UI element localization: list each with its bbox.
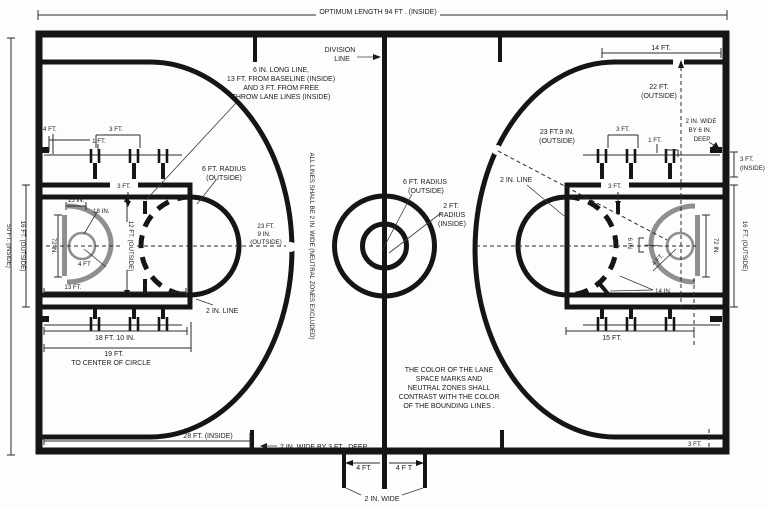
dimension-arrowheads <box>124 54 720 466</box>
free-throw-lane-right <box>564 182 723 310</box>
twentytwo-ft-label-1: 22 FT. <box>649 84 669 91</box>
left-4ft-marks-label: 4 FT. <box>43 126 57 133</box>
arrow-22ft <box>678 60 684 68</box>
dashed-guides <box>46 67 710 451</box>
color-note-line-5: OF THE BOUNDING LINES . <box>403 403 494 410</box>
fifteen-in-label: 15 IN. <box>68 197 85 204</box>
all-lines-note-label: ALL LINES SHALL BE 2 IN. WIDE (NEUTRAL Z… <box>308 152 315 339</box>
center-6ft-radius-label-2: (OUTSIDE) <box>408 188 444 195</box>
two-in-wide-label: 2 IN. WIDE <box>364 496 399 503</box>
three-point-line-left <box>42 59 295 440</box>
six-in-label: 6 IN. <box>626 237 633 250</box>
lane-space-marks-left <box>44 149 182 331</box>
optimum-length-label: OPTIMUM LENGTH 94 FT . (INSIDE) <box>319 9 436 16</box>
right-backboard-label: 72 IN. <box>712 238 719 255</box>
right-3ft-corner-label: 3 FT. <box>688 441 702 448</box>
right-arc-radius-label-1: 23 FT.9 IN. <box>540 129 574 136</box>
backboard-and-basket-left <box>62 203 114 285</box>
left-6ft-radius-label-1: 6 FT. RADIUS <box>202 166 246 173</box>
three-ft-inside-label-2: (INSIDE) <box>740 165 765 172</box>
eighteen-in-label: 18 IN. <box>93 208 110 215</box>
left-3ft-marks-label: 3 FT. <box>109 126 123 133</box>
division-line-label-2: LINE <box>334 56 350 63</box>
fifteen-ft-label: 15 FT. <box>602 335 622 342</box>
notch-label-2: BY 6 IN. <box>689 127 712 134</box>
lane-note-4: THROW LANE LINES (INSIDE) <box>232 94 331 101</box>
lane-note-2: 13 FT. FROM BASELINE (INSIDE) <box>227 76 335 83</box>
color-note-line-4: CONTRAST WITH THE COLOR <box>399 394 500 401</box>
left-backboard-label: 72 IN. <box>50 238 57 255</box>
right-2in-line-label: 2 IN. LINE <box>500 177 533 184</box>
left-lane-width-label: 16 FT. (OUTSIDE) <box>19 221 26 272</box>
notch-label-3: DEEP <box>694 136 711 143</box>
marker-note-label: 2 IN. WIDE BY 3 FT . DEEP <box>280 444 368 451</box>
arc-gap-right <box>492 145 502 155</box>
sideline-hash-marks <box>250 37 504 452</box>
baseline-nubs <box>36 147 722 322</box>
left-arc-radius-label-2: 9 IN. <box>257 231 270 238</box>
left-lane-3ft-label: 3 FT. <box>117 183 131 190</box>
center-2ft-radius-label-2: RADIUS <box>439 212 466 219</box>
right-1ft-marks-label: 1 FT. <box>648 137 662 144</box>
color-note-line-1: THE COLOR OF THE LANE <box>405 367 494 374</box>
right-lane-width-label: 16 FT. (OUTSIDE) <box>741 221 748 272</box>
lane-label-gap-right <box>601 179 629 189</box>
lane-label-gap-left <box>110 179 138 189</box>
dimension-lines <box>7 10 738 464</box>
color-note-line-2: SPACE MARKS AND <box>416 376 482 383</box>
fourteen-ft-label: 14 FT. <box>651 45 671 52</box>
bottom-4ft-left-label: 4 FT. <box>356 465 372 472</box>
left-1ft-marks-label: 1 FT. <box>92 138 106 145</box>
lane-note-3: AND 3 FT. FROM FREE <box>243 85 319 92</box>
right-arc-radius-label-2: (OUTSIDE) <box>539 138 575 145</box>
left-4ft-arc-label: 4 FT <box>78 261 91 268</box>
left-2in-line-label: 2 IN. LINE <box>206 308 239 315</box>
division-line-label-1: DIVISION <box>325 47 356 54</box>
lane-note-1: 6 IN. LONG LINE, <box>253 67 309 74</box>
label-bg <box>121 224 134 268</box>
left-arc-radius-label-1: 23 FT. <box>257 223 274 230</box>
arc-gap-left <box>286 242 296 252</box>
six-inch-lines <box>143 201 620 296</box>
three-point-line-right <box>472 59 723 440</box>
fourteen-in-label: 14 IN. <box>655 288 672 295</box>
center-6ft-radius-label-1: 6 FT. RADIUS <box>403 179 447 186</box>
nineteen-ft-label-1: 19 FT. <box>104 351 124 358</box>
center-2ft-radius-label-1: 2 FT. <box>443 203 459 210</box>
bottom-division-marks <box>342 452 427 488</box>
left-6ft-radius-label-2: (OUTSIDE) <box>206 175 242 182</box>
right-lane-3ft-label: 3 FT. <box>608 183 622 190</box>
left-arc-radius-label-3: (OUTSIDE) <box>250 239 282 246</box>
lane-inner-width-label: 12 FT. (OUTSIDE) <box>127 221 134 272</box>
center-2ft-radius-label-3: (INSIDE) <box>438 221 466 228</box>
court-width-label: 50 FT. (INSIDE) <box>5 224 12 268</box>
arc-gap-right-top <box>673 58 684 66</box>
twentyeight-ft-label: 28 FT. (INSIDE) <box>183 433 232 440</box>
nineteen-ft-label-2: TO CENTER OF CIRCLE <box>71 360 151 367</box>
notch-label-1: 2 IN. WIDE <box>686 118 717 125</box>
thirteen-ft-label: 13 FT. <box>64 284 81 291</box>
center-circle <box>332 193 437 299</box>
three-ft-inside-label-1: 3 FT. <box>740 156 754 163</box>
backboard-and-basket-right <box>648 203 700 285</box>
color-note-line-3: NEUTRAL ZONES SHALL <box>408 385 491 392</box>
bottom-4ft-right-label: 4 F T <box>396 465 413 472</box>
lane-space-marks-right <box>583 149 720 331</box>
twentytwo-ft-label-2: (OUTSIDE) <box>641 93 677 100</box>
eighteen-ft-ten-label: 18 FT. 10 IN. <box>95 335 135 342</box>
pointer-lines <box>83 56 716 496</box>
right-3ft-marks-label: 3 FT. <box>616 126 630 133</box>
